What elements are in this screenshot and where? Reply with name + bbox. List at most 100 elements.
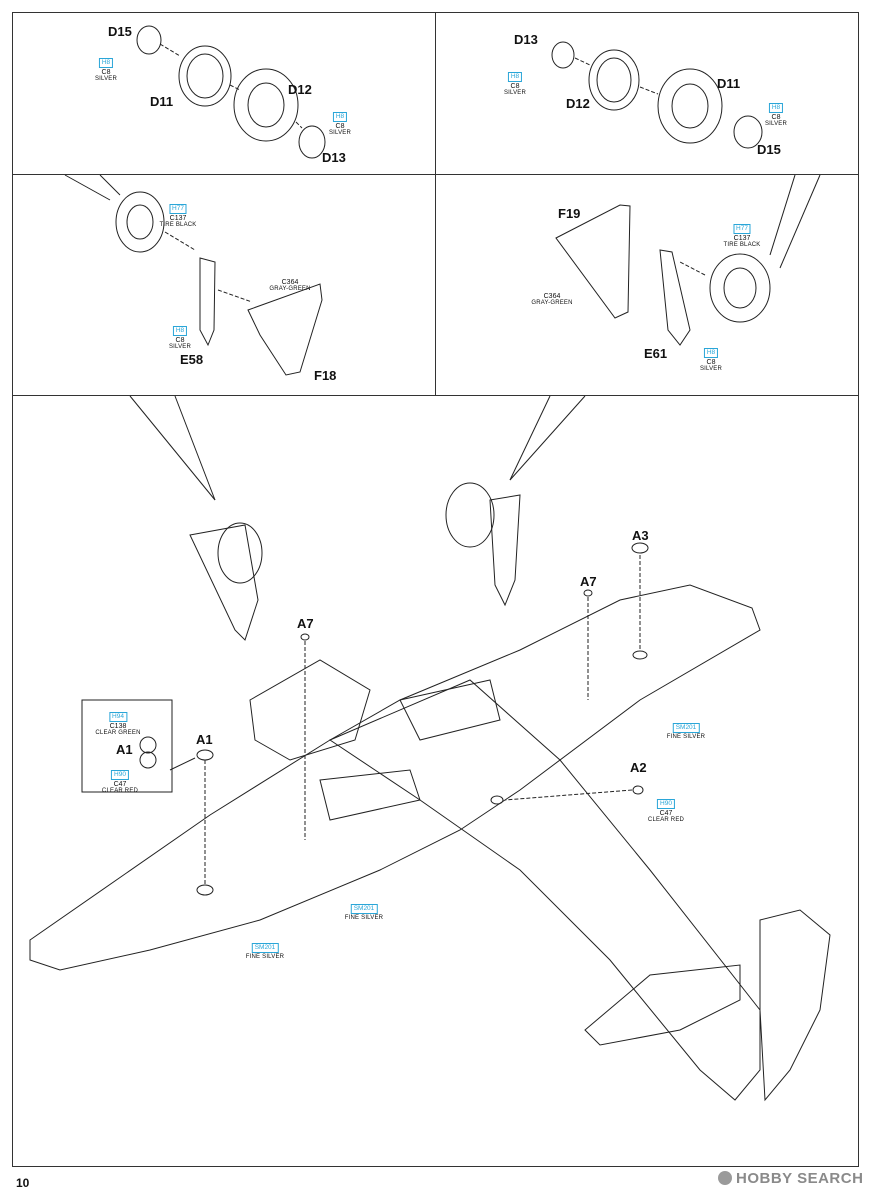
light-a2-socket	[490, 795, 504, 805]
paint-name: FINE SILVER	[344, 914, 384, 921]
part-label-d13: D13	[322, 150, 346, 165]
door-f19	[555, 204, 631, 319]
paint-name: TIRE BLACK	[723, 242, 761, 249]
paint-code-h: H8	[98, 58, 114, 68]
paint-name: TIRE BLACK	[159, 222, 197, 229]
wheel-well-right	[399, 679, 501, 741]
hobby-search-logo-icon	[718, 1171, 732, 1186]
paint-code-h: H8	[703, 348, 719, 358]
paint-callout-gray-green: C364 GRAY-GREEN	[531, 276, 572, 306]
paint-code-c: C137	[169, 214, 187, 222]
fuselage-underside	[328, 679, 761, 1101]
paint-callout-clear-red: H90 C47 CLEAR RED	[102, 764, 138, 794]
part-a1	[196, 749, 214, 761]
paint-name: CLEAR GREEN	[95, 730, 141, 737]
paint-code-h: H90	[657, 799, 675, 809]
part-label-f19: F19	[558, 206, 581, 221]
paint-code-c: C47	[659, 809, 673, 817]
paint-callout-fine-silver: SM201 FINE SILVER	[667, 717, 705, 740]
paint-code-c: C8	[101, 68, 111, 76]
paint-name: SILVER	[764, 121, 788, 128]
paint-code-h: H8	[332, 112, 348, 122]
paint-code-c: C137	[733, 234, 751, 242]
part-label-d13: D13	[514, 32, 538, 47]
paint-code-c: C8	[175, 336, 185, 344]
paint-name: CLEAR RED	[101, 788, 139, 795]
wheel-half-d11-left	[178, 45, 232, 107]
part-a2	[632, 785, 644, 795]
part-label-d11: D11	[150, 94, 174, 109]
paint-code-h: H8	[768, 103, 784, 113]
paint-code-h: H8	[172, 326, 188, 336]
part-label-d11: D11	[717, 76, 741, 91]
paint-code-h: SM201	[672, 723, 700, 733]
panel-main	[12, 395, 859, 1167]
wing-underside	[29, 584, 761, 971]
wheel-well-left	[319, 769, 421, 821]
paint-name: FINE SILVER	[245, 953, 285, 960]
paint-code-c: C364	[281, 278, 299, 286]
paint-code-c: C47	[113, 780, 127, 788]
paint-callout-tire-black: H77 C137 TIRE BLACK	[159, 198, 196, 228]
paint-name: SILVER	[699, 366, 723, 373]
part-label-d15: D15	[108, 24, 132, 39]
a1-inset	[81, 699, 173, 793]
watermark-text: HOBBY SEARCH	[736, 1170, 864, 1187]
tire-mid-right	[709, 253, 771, 323]
part-label-e58: E58	[180, 352, 204, 367]
paint-name: SILVER	[328, 130, 352, 137]
wheel-half-d12-right	[588, 49, 640, 111]
tire-mid-left	[115, 191, 165, 253]
hub-d13-left	[298, 125, 326, 159]
paint-name: SILVER	[168, 344, 192, 351]
paint-code-c: C8	[335, 122, 345, 130]
tailplane-right	[759, 909, 831, 1102]
paint-name: SILVER	[94, 76, 118, 83]
paint-callout-gray-green: C364 GRAY-GREEN	[269, 262, 310, 292]
strut-mid-left	[199, 257, 216, 347]
hubcap-d15-left	[136, 25, 162, 55]
paint-name: CLEAR RED	[647, 817, 685, 824]
paint-callout-silver: H8 C8 SILVER	[169, 320, 191, 350]
door-f18	[247, 283, 323, 376]
part-label-f18: F18	[314, 368, 337, 383]
watermark: HOBBY SEARCH	[718, 1170, 863, 1187]
paint-name: FINE SILVER	[666, 733, 706, 740]
paint-code-c: C8	[510, 82, 520, 90]
tire-d12-left	[233, 68, 299, 142]
part-label-a7-left: A7	[297, 616, 314, 631]
paint-code-h: H8	[507, 72, 523, 82]
part-label-a7-right: A7	[580, 574, 597, 589]
hubcap-d15-right	[733, 115, 763, 149]
paint-name: GRAY-GREEN	[269, 286, 311, 293]
main-gear-left	[189, 524, 259, 641]
paint-code-h: SM201	[350, 904, 378, 914]
part-label-d12: D12	[288, 82, 312, 97]
part-label-a2: A2	[630, 760, 647, 775]
paint-callout-silver: H8 C8 SILVER	[329, 106, 351, 136]
paint-code-h: H94	[109, 712, 127, 722]
paint-callout-tire-black: H77 C137 TIRE BLACK	[723, 218, 760, 248]
wingtip-light-a1	[196, 884, 214, 896]
strut-mid-right	[659, 249, 691, 346]
paint-name: SILVER	[503, 90, 527, 97]
paint-code-c: C138	[109, 722, 127, 730]
inset-label-a1: A1	[116, 742, 133, 757]
paint-code-c: C8	[706, 358, 716, 366]
hub-d13-right	[551, 41, 575, 69]
paint-code-h: H77	[169, 204, 187, 214]
main-gear-right	[489, 494, 521, 607]
paint-callout-silver: H8 C8 SILVER	[95, 52, 117, 82]
tailplane-left	[584, 964, 741, 1046]
paint-code-h: H77	[733, 224, 751, 234]
paint-callout-silver: H8 C8 SILVER	[504, 66, 526, 96]
part-label-d12: D12	[566, 96, 590, 111]
part-label-e61: E61	[644, 346, 668, 361]
paint-code-c: C8	[771, 113, 781, 121]
paint-callout-fine-silver: SM201 FINE SILVER	[246, 937, 284, 960]
part-label-d15: D15	[757, 142, 781, 157]
paint-callout-clear-green: H94 C138 CLEAR GREEN	[95, 706, 140, 736]
paint-code-c: C364	[543, 292, 561, 300]
light-a3-socket	[632, 650, 648, 660]
